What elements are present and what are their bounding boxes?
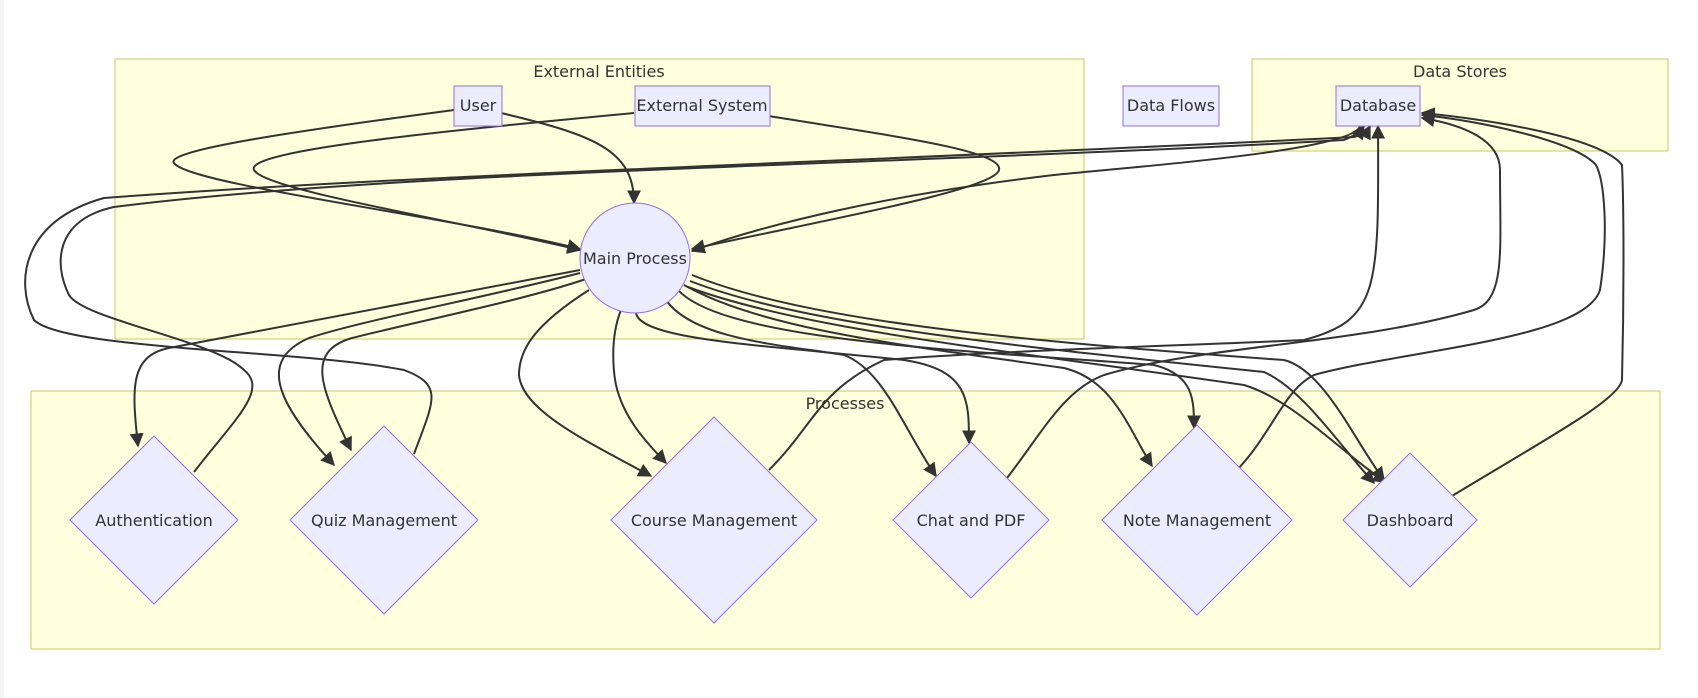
edge-main-note-low — [683, 284, 1153, 468]
edge-chat-database — [1006, 113, 1502, 479]
node-external-system[interactable]: External System — [634, 85, 771, 127]
edge-database-main — [690, 125, 1361, 254]
node-note-management[interactable]: Note Management — [1101, 424, 1293, 616]
flowchart-svg: External Entities Data Stores Processes — [24, 58, 1669, 650]
cluster-processes-title: Processes — [806, 394, 885, 413]
node-data-flows[interactable]: Data Flows — [1122, 85, 1220, 127]
edge-main-chat-top — [634, 310, 976, 445]
edge-external-main-right — [690, 115, 1001, 254]
edges — [24, 107, 1625, 497]
node-chat-pdf-label: Chat and PDF — [917, 511, 1026, 530]
edge-authentication-database — [59, 124, 1365, 473]
edge-note-database — [1237, 109, 1606, 470]
edge-main-course-outer — [517, 289, 653, 477]
node-external-system-label: External System — [636, 96, 767, 115]
edge-quiz-database — [24, 124, 1371, 455]
node-dashboard[interactable]: Dashboard — [1342, 452, 1478, 588]
edge-main-quiz-inner — [321, 278, 587, 452]
node-main-process-label: Main Process — [583, 249, 687, 268]
node-user[interactable]: User — [453, 85, 503, 127]
node-authentication[interactable]: Authentication — [69, 435, 239, 605]
cluster-data-stores-title: Data Stores — [1413, 62, 1507, 81]
node-course-management[interactable]: Course Management — [610, 416, 818, 624]
node-database[interactable]: Database — [1335, 85, 1421, 127]
node-user-label: User — [460, 96, 497, 115]
node-chat-pdf[interactable]: Chat and PDF — [892, 441, 1050, 599]
edge-course-database — [768, 124, 1386, 471]
edge-main-note-top — [677, 289, 1201, 430]
edge-external-main-loop — [252, 112, 635, 254]
node-main-process[interactable]: Main Process — [579, 202, 691, 314]
node-quiz-management[interactable]: Quiz Management — [289, 425, 479, 615]
node-dashboard-label: Dashboard — [1367, 511, 1454, 530]
edge-main-course-inner — [612, 309, 667, 465]
edge-main-dashboard-2 — [689, 280, 1375, 485]
node-course-management-label: Course Management — [631, 511, 797, 530]
flowchart-diagram: External Entities Data Stores Processes — [4, 0, 1698, 698]
cluster-external-entities-title: External Entities — [533, 62, 664, 81]
node-authentication-label: Authentication — [95, 511, 212, 530]
node-quiz-management-label: Quiz Management — [311, 511, 457, 530]
edge-main-chat-low — [665, 299, 937, 478]
node-database-label: Database — [1340, 96, 1416, 115]
edge-user-main — [500, 112, 641, 205]
cluster-data-stores: Data Stores — [1251, 58, 1669, 152]
edge-main-quiz-outer — [277, 272, 581, 467]
edge-main-authentication — [129, 269, 581, 448]
edge-dashboard-database — [1420, 107, 1625, 497]
node-note-management-label: Note Management — [1123, 511, 1271, 530]
node-data-flows-label: Data Flows — [1127, 96, 1215, 115]
